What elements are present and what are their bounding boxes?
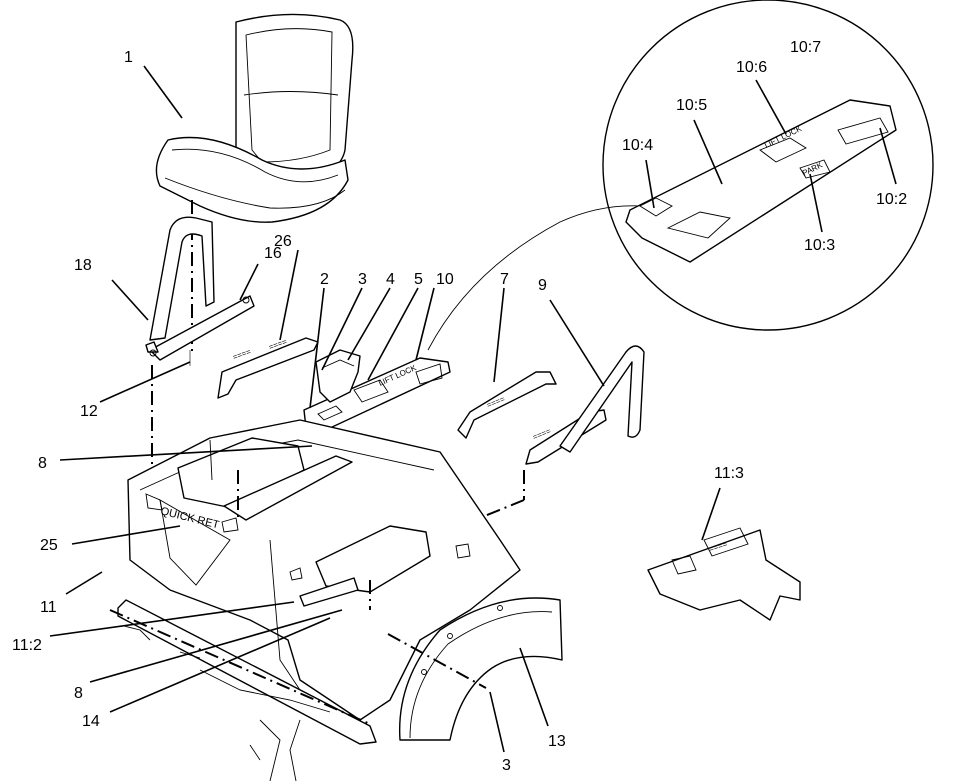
detail-circle: LIFT LOCK PARK [427, 0, 934, 351]
callout-11: 11 [40, 599, 57, 616]
callout-7: 7 [500, 271, 509, 288]
callout-8-top: 8 [38, 455, 47, 472]
callouts: 1 18 16 26 12 2 3 4 5 10 7 9 8 25 11 11:… [12, 39, 907, 774]
callout-3-bottom: 3 [502, 757, 511, 774]
callout-13: 13 [548, 733, 566, 750]
svg-text:====: ==== [232, 347, 253, 362]
fender-body: QUICK RET [127, 419, 521, 721]
callout-4: 4 [386, 271, 395, 288]
fender-icon [398, 597, 563, 741]
callout-14: 14 [82, 713, 100, 730]
callout-10-6: 10:6 [736, 59, 767, 76]
callout-10-4: 10:4 [622, 137, 653, 154]
seat-icon [155, 13, 354, 223]
bracket-26: ==== ==== [217, 337, 319, 399]
callout-10: 10 [436, 271, 454, 288]
callout-10-3: 10:3 [804, 237, 835, 254]
callout-11-2: 11:2 [12, 637, 42, 654]
leader-lines [49, 65, 897, 753]
callout-3-top: 3 [358, 271, 367, 288]
callout-10-5: 10:5 [676, 97, 707, 114]
callout-26: 26 [274, 233, 292, 250]
shift-boot [315, 349, 361, 403]
bracket-7: ==== [457, 371, 557, 439]
callout-25: 25 [40, 537, 58, 554]
callout-12: 12 [80, 403, 98, 420]
callout-5: 5 [414, 271, 423, 288]
callout-1: 1 [124, 49, 133, 66]
grab-handle-right: ==== [525, 345, 645, 465]
grab-handle-icon [145, 216, 255, 361]
callout-11-3: 11:3 [714, 465, 744, 482]
callout-16: 16 [264, 245, 282, 262]
callout-9: 9 [538, 277, 547, 294]
callout-10-2: 10:2 [876, 191, 907, 208]
detail-11-3: ==== [647, 527, 801, 621]
frame [117, 599, 377, 781]
callout-18: 18 [74, 257, 92, 274]
callout-2: 2 [320, 271, 329, 288]
callout-8-bottom: 8 [74, 685, 83, 702]
callout-10-7: 10:7 [790, 39, 821, 56]
